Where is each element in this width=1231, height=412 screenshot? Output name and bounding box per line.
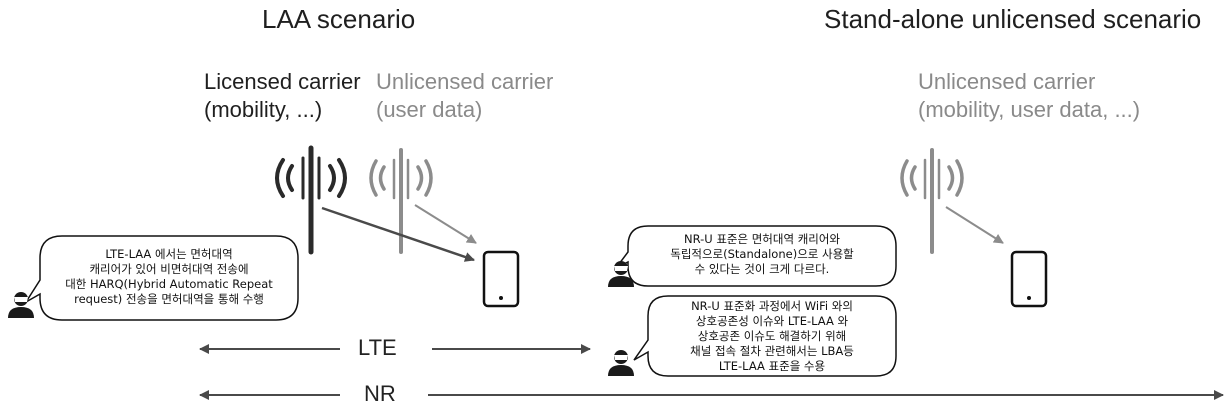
phone-icon-standalone: [1010, 250, 1048, 308]
phone-icon: [482, 250, 520, 308]
laa-note-bubble: [25, 235, 299, 321]
unlicensed-carrier-label: Unlicensed carrier (user data): [376, 68, 553, 124]
laa-scenario-title: LAA scenario: [262, 4, 416, 34]
coexist-note-text: NR-U 표준화 과정에서 WiFi 와의 상호공존성 이슈와 LTE-LAA …: [690, 299, 854, 373]
person-icon: [8, 292, 34, 318]
nr-band-label: NR: [360, 381, 400, 407]
unlicensed-carrier-name: Unlicensed carrier: [376, 69, 554, 94]
licensed-carrier-label: Licensed carrier (mobility, ...): [204, 68, 361, 124]
licensed-carrier-name: Licensed carrier: [204, 69, 361, 94]
standalone-carrier-label: Unlicensed carrier (mobility, user data,…: [918, 68, 1140, 124]
licensed-link-arrow: [321, 206, 475, 262]
coexist-note-bubble: [633, 295, 897, 377]
licensed-carrier-usage: (mobility, ...): [204, 97, 323, 122]
lte-band-label: LTE: [354, 335, 401, 361]
licensed-tower-icon: [275, 145, 347, 255]
standalone-carrier-usage: (mobility, user data, ...): [918, 97, 1141, 122]
unlicensed-tower-icon: [369, 148, 433, 254]
nru-note-text: NR-U 표준은 면허대역 캐리어와 독립적으로(Standalone)으로 사…: [670, 232, 854, 276]
unlicensed-link-arrow: [414, 204, 477, 244]
person-icon-3: [608, 350, 634, 376]
standalone-carrier-name: Unlicensed carrier: [918, 69, 1096, 94]
person-icon-2: [608, 261, 634, 287]
standalone-scenario-title: Stand-alone unlicensed scenario: [824, 4, 1202, 34]
standalone-link-arrow: [945, 206, 1004, 244]
standalone-tower-icon: [900, 148, 964, 254]
nru-note-bubble: [615, 225, 897, 287]
laa-note-text: LTE-LAA 에서는 면허대역 캐리어가 있어 비면허대역 전송에 대한 HA…: [65, 247, 273, 306]
unlicensed-carrier-usage: (user data): [376, 97, 483, 122]
